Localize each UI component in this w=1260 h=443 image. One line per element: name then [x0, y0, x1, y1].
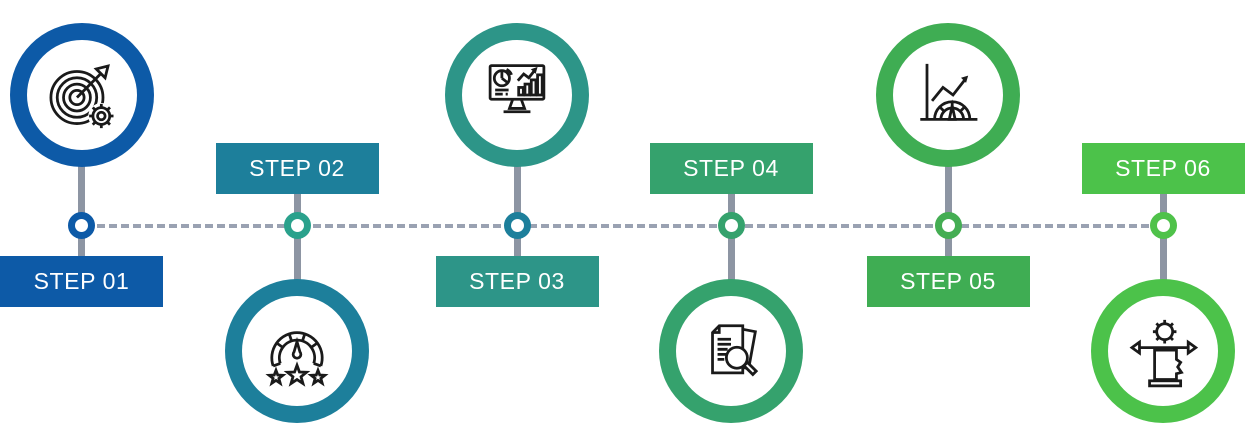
step-02-label: STEP 02: [215, 143, 379, 194]
icon-disc: [893, 40, 1003, 150]
step-01-label: STEP 01: [0, 256, 163, 307]
step-06: STEP 06: [1081, 0, 1245, 443]
timeline-node: [1149, 212, 1177, 239]
step-label-text: STEP 03: [469, 268, 565, 294]
icon-disc: [1108, 296, 1218, 406]
icon-disc: [676, 296, 786, 406]
connector-line: [78, 158, 85, 256]
step-03-label: STEP 03: [435, 256, 599, 307]
step-03-icon-circle: [445, 23, 589, 167]
icon-disc: [242, 296, 352, 406]
monitor-analytics-icon: [488, 64, 546, 114]
step-05: STEP 05: [866, 0, 1030, 443]
step-05-label: STEP 05: [866, 256, 1030, 307]
step-01-icon-circle: [9, 23, 154, 167]
timeline-node: [283, 212, 311, 239]
step-04: STEP 04: [649, 0, 813, 443]
step-label-text: STEP 05: [900, 268, 996, 294]
target-arrow-gear-icon: [49, 64, 114, 130]
step-03: STEP 03: [435, 0, 599, 443]
step-04-label: STEP 04: [649, 143, 813, 194]
icon-disc: [26, 40, 137, 150]
step-label-text: STEP 01: [33, 268, 130, 294]
step-01: STEP 01: [0, 0, 163, 443]
step-02-icon-circle: [225, 279, 369, 423]
mind-gear-arrow-icon: [1129, 319, 1199, 388]
timeline-node: [934, 212, 962, 239]
timeline-dashed-line: [97, 224, 1150, 228]
timeline-node: [68, 212, 95, 239]
step-04-icon-circle: [659, 279, 803, 423]
connector-line: [944, 158, 952, 256]
step-05-icon-circle: [876, 23, 1020, 167]
step-label-text: STEP 02: [249, 155, 345, 181]
icon-disc: [462, 40, 572, 150]
timeline-node: [717, 212, 745, 239]
step-label-text: STEP 06: [1115, 155, 1211, 181]
performance-graph-gauge-icon: [920, 63, 978, 121]
step-label-text: STEP 04: [683, 155, 779, 181]
step-06-icon-circle: [1091, 279, 1235, 423]
gauge-rating-stars-icon: [265, 331, 329, 387]
step-06-label: STEP 06: [1081, 143, 1245, 194]
timeline-node: [503, 212, 531, 239]
step-02: STEP 02: [215, 0, 379, 443]
connector-line: [513, 158, 521, 256]
document-search-icon: [711, 324, 759, 377]
